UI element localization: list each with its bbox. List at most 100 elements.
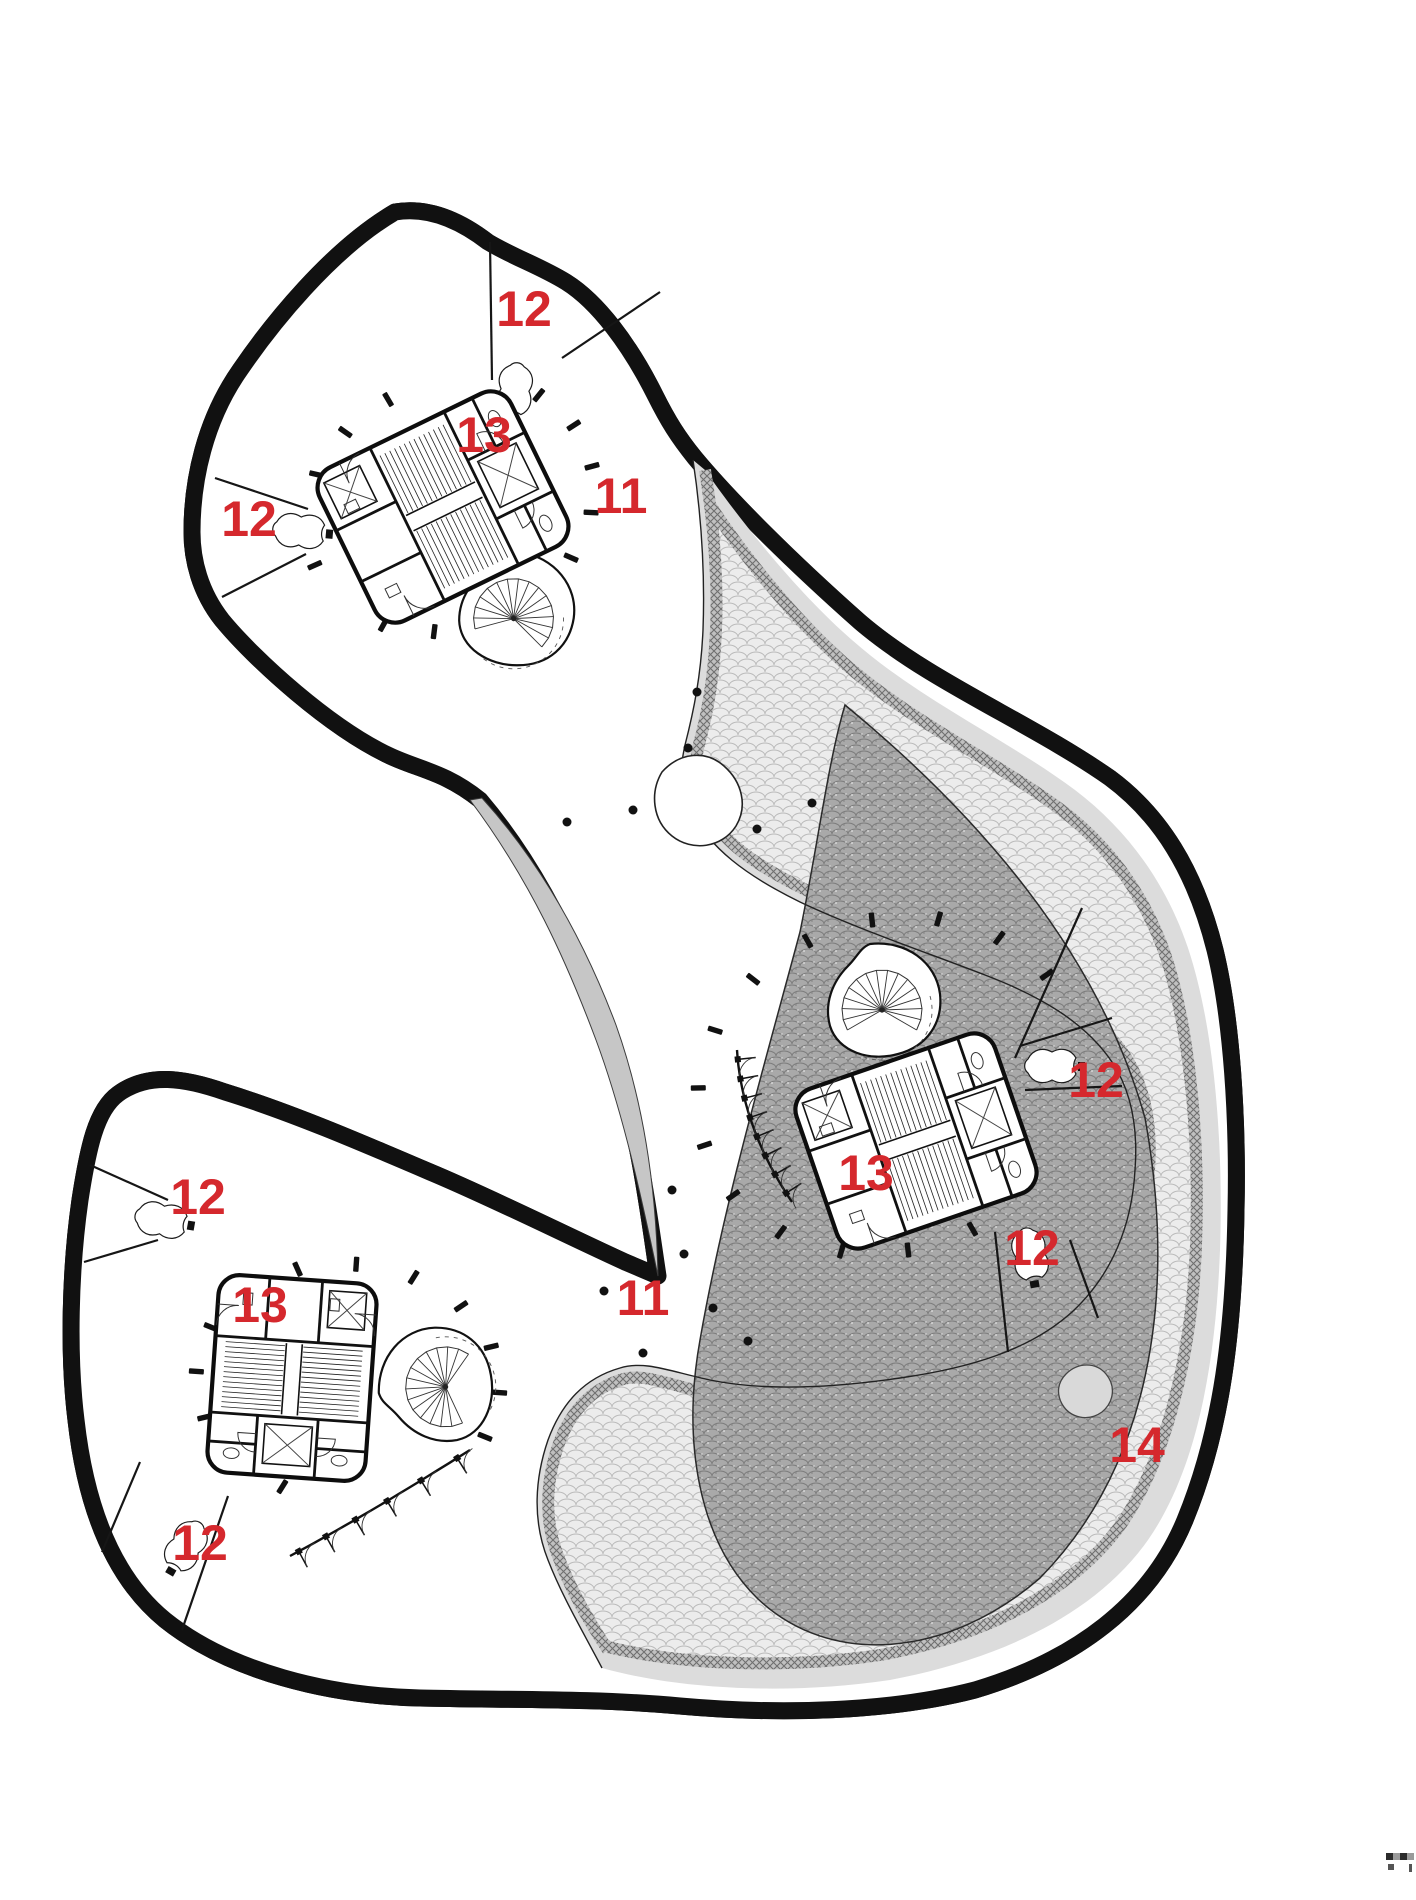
core-partition bbox=[210, 1410, 369, 1425]
facade-tick bbox=[583, 509, 599, 516]
zone-label-13-north: 13 bbox=[456, 407, 512, 463]
facade-tick bbox=[725, 1189, 741, 1202]
column-dot bbox=[599, 1286, 609, 1296]
zone-labels: 11 11 12 12 12 12 12 12 13 13 13 14 bbox=[170, 281, 1165, 1571]
wc-door-arc bbox=[984, 1146, 1006, 1172]
door-swing-arc bbox=[463, 1448, 473, 1474]
wc-door-arc bbox=[237, 1431, 257, 1453]
stair-tread bbox=[394, 448, 423, 507]
stair-tread bbox=[442, 424, 472, 483]
spiral-tread bbox=[843, 997, 883, 1011]
floor-planter bbox=[653, 754, 744, 847]
core-partition bbox=[808, 1128, 872, 1153]
column-dot bbox=[807, 798, 817, 808]
core-partition bbox=[850, 1073, 908, 1234]
stair-tread bbox=[426, 525, 455, 584]
zone-label-12-east-upper: 12 bbox=[1068, 1052, 1124, 1108]
stair-tread bbox=[925, 1060, 947, 1121]
room-door-arc bbox=[215, 1303, 239, 1326]
stair-tread bbox=[887, 1161, 909, 1221]
door-swing-arc bbox=[761, 1129, 774, 1154]
column-dot bbox=[667, 1185, 677, 1195]
door-swing-arc bbox=[361, 1510, 372, 1536]
facade-tick bbox=[338, 425, 353, 439]
facade-tick bbox=[563, 552, 579, 563]
core-partition bbox=[368, 447, 446, 602]
facade-tick bbox=[774, 1224, 787, 1240]
stair-tread bbox=[399, 445, 428, 504]
green-roof-planter bbox=[1057, 1364, 1113, 1419]
facade-tick bbox=[292, 1261, 303, 1277]
zone-label-12-north-left: 12 bbox=[221, 491, 277, 547]
stair-tread bbox=[922, 1148, 944, 1209]
facade-tick bbox=[934, 911, 944, 927]
stair-tread bbox=[300, 1381, 361, 1387]
door-jamb bbox=[761, 1151, 770, 1160]
stair-rail bbox=[884, 1135, 957, 1162]
stair-rail bbox=[280, 1343, 288, 1415]
demising-wall-line bbox=[1019, 1016, 1113, 1048]
core-partition bbox=[523, 504, 548, 552]
spiral-enclosure bbox=[826, 942, 942, 1058]
column-dot bbox=[708, 1303, 718, 1313]
demising-wall-line bbox=[488, 241, 494, 381]
terrace-crosshatch-outer bbox=[606, 501, 1203, 1670]
generated-plan-geometry bbox=[83, 241, 1123, 1631]
demising-wall-line bbox=[180, 1495, 230, 1631]
service-core bbox=[793, 1031, 1039, 1251]
facade-tick bbox=[904, 1242, 912, 1258]
spiral-tread bbox=[513, 587, 540, 619]
core-partition bbox=[316, 1447, 367, 1454]
zone-label-11-north: 11 bbox=[595, 468, 648, 524]
stair-tread bbox=[299, 1396, 360, 1402]
spiral-tread bbox=[440, 1386, 447, 1427]
door-jamb bbox=[734, 1056, 742, 1063]
facade-tick bbox=[430, 623, 438, 640]
stair-tread bbox=[915, 1063, 937, 1124]
toilet-fixture bbox=[222, 1447, 240, 1459]
core-partition bbox=[495, 489, 555, 521]
zone-label-11-south: 11 bbox=[617, 1270, 670, 1326]
stair-tread bbox=[225, 1351, 285, 1357]
door-jamb bbox=[383, 1496, 392, 1506]
canopy-jamb-tick bbox=[186, 1220, 196, 1231]
scale-bar-segment bbox=[1407, 1853, 1414, 1860]
stair-tread bbox=[865, 1081, 887, 1142]
facade-tick bbox=[993, 930, 1006, 946]
spiral-rim bbox=[841, 969, 923, 1031]
canopy-jamb-tick bbox=[1029, 1279, 1040, 1289]
stair-tread bbox=[223, 1376, 283, 1382]
stair-tread bbox=[875, 1077, 897, 1138]
wc-door-arc bbox=[476, 431, 504, 452]
facade-tick bbox=[584, 461, 600, 471]
stair-tread bbox=[298, 1411, 359, 1417]
zone-label-13-east: 13 bbox=[838, 1145, 894, 1201]
demising-wall-line bbox=[89, 1163, 169, 1202]
scale-bar bbox=[1386, 1853, 1414, 1872]
entrance-canopy bbox=[134, 1201, 196, 1239]
stair-tread bbox=[437, 427, 467, 485]
door-jamb bbox=[321, 1532, 331, 1541]
canopy-outline bbox=[1011, 1227, 1049, 1281]
core-partition bbox=[442, 411, 520, 566]
stair-tread bbox=[464, 507, 494, 565]
column-dot bbox=[743, 1336, 753, 1346]
stair-tread bbox=[413, 438, 443, 497]
wc-door-arc bbox=[513, 501, 535, 529]
spiral-tread bbox=[881, 987, 916, 1011]
stair-rail bbox=[413, 496, 483, 532]
spiral-tread bbox=[881, 979, 909, 1011]
spiral-tread bbox=[479, 596, 514, 620]
wc-door-arc bbox=[957, 1071, 984, 1092]
stair-tread bbox=[890, 1072, 912, 1133]
core-partition bbox=[956, 1037, 977, 1089]
door-swing-arc bbox=[770, 1147, 782, 1172]
stair-tread bbox=[428, 431, 457, 490]
demising-wall-line bbox=[100, 1461, 142, 1553]
stair-tread bbox=[900, 1069, 922, 1129]
core-partition bbox=[360, 551, 422, 584]
stair-tread bbox=[379, 455, 409, 514]
demising-wall-line bbox=[1024, 1084, 1123, 1092]
column-dot bbox=[679, 1249, 689, 1259]
facade-tick bbox=[801, 933, 814, 949]
